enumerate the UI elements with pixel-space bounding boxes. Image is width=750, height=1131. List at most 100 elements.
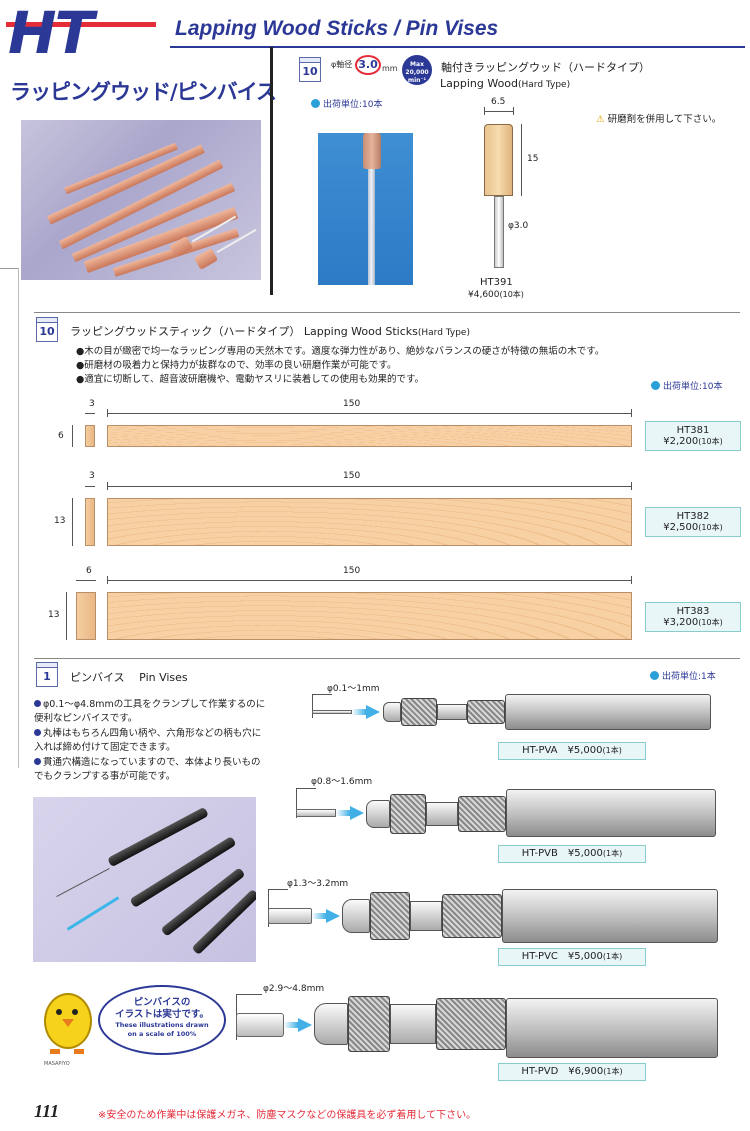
dim-height: 13	[48, 610, 60, 620]
vise-neck	[437, 704, 467, 720]
pin-vises-bullet: 丸棒はもちろん四角い柄や、六角形などの柄も穴に入れば締め付けて固定できます。	[34, 728, 262, 753]
ship-unit-label: 出荷単位:1本	[650, 669, 716, 682]
safety-note: ※安全のため作業中は保護メガネ、防塵マスクなどの保護具を必ず着用して下さい。	[98, 1110, 477, 1121]
shaft-diameter-label: φ軸径	[331, 60, 353, 69]
tool-shank	[296, 809, 336, 817]
clamp-range: φ1.3～3.2mm	[287, 879, 349, 889]
price-box: HT383 ¥3,200(10本)	[645, 602, 741, 632]
shaft-diameter-value: 3.0	[355, 55, 381, 75]
stick-side-view	[107, 592, 632, 640]
pin-vises-bullet: 貫通穴構造になっていますので、本体より長いものでもクランプする事が可能です。	[34, 757, 261, 782]
sticks-bullet: ●研磨材の吸着力と保持力が抜群なので、効率の良い研磨作業が可能です。	[76, 360, 397, 371]
insert-arrow-icon	[366, 705, 380, 719]
sticks-title: ラッピングウッドスティック（ハードタイプ） Lapping Wood Stick…	[70, 325, 470, 338]
abrasive-warning: ⚠ 研磨剤を併用して下さい。	[596, 114, 722, 125]
dim-height: 15	[527, 154, 539, 164]
product-price: ¥4,600(10本)	[468, 290, 524, 300]
dim-width: 6.5	[491, 97, 506, 107]
vise-knurl	[401, 698, 437, 726]
section-divider	[34, 658, 740, 659]
vise-handle	[506, 998, 718, 1058]
vise-handle	[505, 694, 711, 730]
insert-arrow-icon	[298, 1018, 312, 1032]
vise-chuck	[383, 702, 401, 722]
dim-height: 13	[54, 516, 66, 526]
vise-handle	[502, 889, 718, 943]
pin-vises-bullet: φ0.1～φ4.8mmの工具をクランプして作業するのに便利なピンバイスです。	[34, 699, 266, 724]
clamp-range: φ2.9～4.8mm	[263, 984, 325, 994]
vise-neck	[410, 901, 442, 931]
info-dot-icon	[311, 99, 320, 108]
max-rpm-badge: Max 20,000 min⁻¹	[402, 55, 432, 85]
clamp-range: φ0.1～1mm	[327, 684, 380, 694]
pack-qty-badge: 10	[36, 317, 58, 342]
warning-icon: ⚠	[596, 114, 605, 125]
price-box: HT382 ¥2,500(10本)	[645, 507, 741, 537]
dim-thickness: 3	[89, 471, 95, 481]
page-title-jp: ラッピングウッド/ピンバイス	[10, 80, 277, 104]
dim-thickness: 6	[86, 566, 92, 576]
info-dot-icon	[650, 671, 659, 680]
margin-line	[18, 268, 19, 768]
clamp-range: φ0.8～1.6mm	[311, 777, 373, 787]
vise-knurl	[436, 998, 506, 1050]
page-number: 111	[34, 1101, 60, 1121]
header-rule	[170, 46, 745, 48]
price-box: HT-PVA ¥5,000(1本)	[498, 742, 646, 760]
info-dot-icon	[651, 381, 660, 390]
section-divider	[34, 312, 740, 313]
vise-chuck	[366, 800, 390, 828]
stick-side-view	[107, 498, 632, 546]
dim-length: 150	[343, 566, 361, 576]
dim-height: 6	[58, 431, 64, 441]
vise-knurl	[348, 996, 390, 1052]
vise-knurl	[442, 894, 502, 938]
vise-knurl	[467, 700, 505, 724]
chick-mascot-icon	[40, 985, 96, 1055]
margin-mark	[0, 268, 18, 269]
pin-vises-photo	[33, 797, 256, 962]
vise-knurl	[390, 794, 426, 834]
stick-end-view	[85, 498, 95, 546]
vise-neck	[426, 802, 458, 826]
vise-knurl	[458, 796, 506, 832]
dim-shaft: φ3.0	[508, 221, 529, 231]
pack-qty-badge: 10	[299, 57, 321, 82]
stick-end-view	[85, 425, 95, 447]
lapping-wood-title-en: Lapping Wood(Hard Type)	[440, 77, 571, 90]
brand-logo: HT	[8, 0, 94, 67]
dim-thickness: 3	[89, 399, 95, 409]
vise-neck	[390, 1004, 436, 1044]
sticks-bullet: ●木の目が緻密で均一なラッピング専用の天然木です。適度な弾力性があり、絶妙なバラ…	[76, 346, 605, 357]
product-code: HT391	[480, 277, 513, 288]
sticks-bullet: ●適宜に切断して、超音波研磨機や、電動ヤスリに装着しての使用も効果的です。	[76, 374, 425, 385]
price-box: HT-PVB ¥5,000(1本)	[498, 845, 646, 863]
stick-end-view	[76, 592, 96, 640]
lapping-wood-photo	[318, 133, 413, 285]
tool-shank	[236, 1013, 284, 1037]
vise-knurl	[370, 892, 410, 940]
lapping-sticks-photo	[21, 120, 261, 280]
dim-length: 150	[343, 471, 361, 481]
scale-note-bubble: ピンバイスの イラストは実寸です。 These illustrations dr…	[98, 985, 226, 1055]
dim-length: 150	[343, 399, 361, 409]
mascot-label: MASAPIYO	[44, 1061, 70, 1067]
vise-handle	[506, 789, 716, 837]
header-divider	[270, 47, 273, 295]
price-box: HT-PVC ¥5,000(1本)	[498, 948, 646, 966]
vise-chuck	[342, 899, 370, 933]
shaft-diameter-unit: mm	[382, 64, 398, 73]
lapping-wood-tip-drawing	[484, 124, 513, 196]
stick-side-view	[107, 425, 632, 447]
pin-vises-title: ピンバイス Pin Vises	[70, 671, 188, 684]
page-title-en: Lapping Wood Sticks / Pin Vises	[175, 17, 499, 40]
tool-shank	[312, 710, 352, 714]
lapping-wood-title-jp: 軸付きラッピングウッド（ハードタイプ）	[441, 61, 650, 74]
ship-unit-label: 出荷単位:10本	[651, 379, 723, 392]
price-box: HT381 ¥2,200(10本)	[645, 421, 741, 451]
pack-qty-badge: 1	[36, 662, 58, 687]
insert-arrow-icon	[350, 806, 364, 820]
price-box: HT-PVD ¥6,900(1本)	[498, 1063, 646, 1081]
ship-unit-label: 出荷単位:10本	[311, 97, 383, 110]
lapping-wood-shaft-drawing	[494, 196, 504, 268]
